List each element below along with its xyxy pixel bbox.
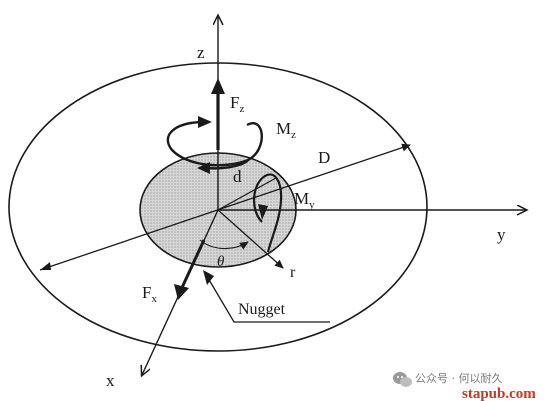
moment-y-label: My (294, 189, 315, 211)
force-x-arrowhead (174, 284, 189, 300)
moment-z-label-main: M (276, 119, 291, 138)
nugget-leader-line (207, 277, 330, 323)
wechat-icon (393, 372, 412, 387)
theta-label: θ (217, 254, 225, 270)
diameter-D-label: D (318, 148, 330, 167)
theta-arc (199, 239, 249, 250)
diameter-D-start-arrow (40, 262, 51, 270)
force-x-label-main: F (142, 283, 151, 302)
force-x-label-sub: x (151, 293, 157, 305)
x-axis-label: x (106, 371, 115, 390)
moment-y-label-main: M (294, 189, 309, 208)
moment-y-label-sub: y (309, 199, 315, 211)
force-z-label: Fz (230, 93, 244, 115)
y-axis-label: y (497, 225, 506, 244)
force-x-arrow (178, 239, 206, 293)
force-x-label: Fx (142, 283, 157, 305)
radius-label: r (290, 264, 296, 281)
moment-z-tail (204, 159, 249, 170)
moment-y-arrowhead (258, 204, 268, 220)
moment-z-label: Mz (276, 119, 296, 141)
moment-z-arrowhead (198, 116, 212, 128)
watermark-site: stapub.com (462, 386, 536, 401)
nugget-diameter-line (217, 177, 277, 211)
force-z-label-sub: z (239, 103, 244, 115)
force-z-label-main: F (230, 93, 239, 112)
radius-line (217, 209, 284, 269)
nugget-label: Nugget (238, 301, 286, 318)
watermark-account: 公众号 · 何以耐久 (415, 372, 503, 385)
nugget-leader-arrowhead (203, 270, 214, 285)
watermark: 公众号 · 何以耐久 stapub.com (393, 372, 536, 401)
moment-y-curl (253, 173, 283, 253)
moment-z-label-sub: z (291, 129, 296, 141)
force-z-arrowhead (211, 78, 225, 94)
nugget-diameter-label: d (233, 167, 242, 186)
moment-z-tail-arrowhead (197, 162, 210, 174)
z-axis-label: z (197, 43, 205, 62)
diameter-D-line (39, 143, 411, 271)
